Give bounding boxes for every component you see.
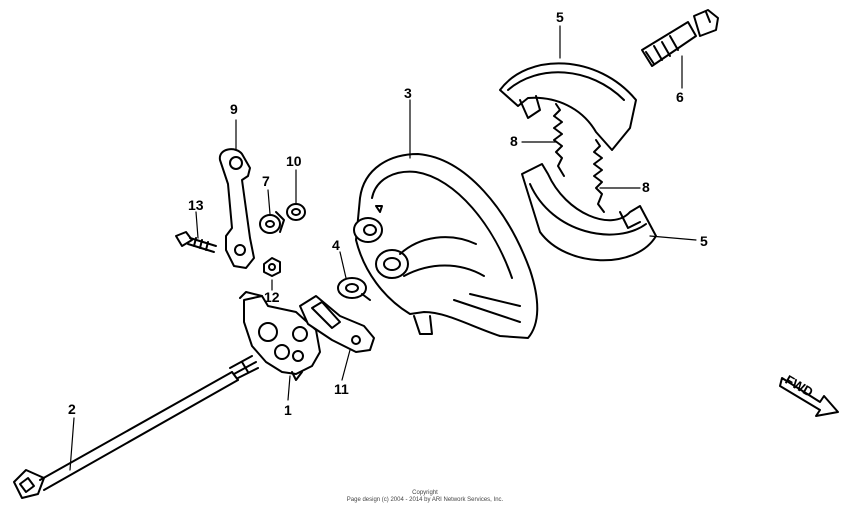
callout-7: 7 [262, 173, 270, 189]
dust-seal [286, 203, 306, 221]
callout-4: 4 [332, 237, 340, 253]
washer [337, 277, 371, 301]
callout-13: 13 [188, 197, 204, 213]
brake-arm [218, 148, 255, 269]
nut [263, 257, 281, 277]
cam-plate [239, 291, 321, 381]
callout-10: 10 [286, 153, 302, 169]
callout-2: 2 [68, 401, 76, 417]
forward-arrow [779, 377, 839, 417]
callout-11: 11 [334, 381, 349, 397]
callout-6: 6 [676, 89, 684, 105]
wear-indicator [259, 211, 285, 234]
callout-5-upper: 5 [556, 9, 564, 25]
brake-cam [641, 9, 719, 67]
leader-lines [69, 25, 697, 471]
copyright-line: Copyright [412, 490, 438, 496]
brake-panel [353, 153, 539, 339]
callouts: 1 2 3 4 5 5 6 7 8 8 9 10 11 12 13 [68, 9, 708, 418]
pinch-bolt [175, 231, 217, 253]
axle-bolt [13, 355, 259, 499]
panel-gasket [299, 295, 375, 353]
callout-1: 1 [284, 402, 292, 418]
callout-3: 3 [404, 85, 412, 101]
callout-8-upper: 8 [510, 133, 518, 149]
brake-shoe-lower [521, 163, 657, 262]
callout-8-lower: 8 [642, 179, 650, 195]
springs [553, 103, 605, 213]
brake-shoe-upper [499, 62, 637, 151]
copyright-notice: Page design (c) 2004 - 2014 by ARI Netwo… [346, 497, 504, 503]
callout-9: 9 [230, 101, 238, 117]
callout-5-lower: 5 [700, 233, 708, 249]
callout-12: 12 [264, 289, 280, 305]
